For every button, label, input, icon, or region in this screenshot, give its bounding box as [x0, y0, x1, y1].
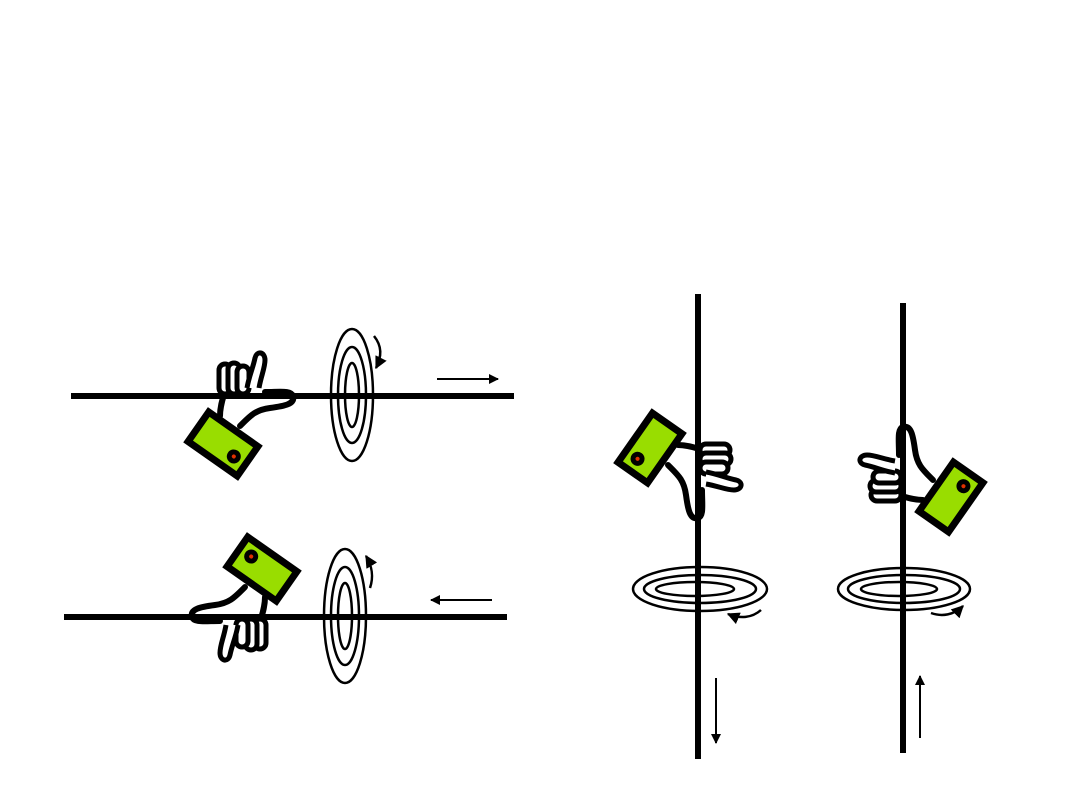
panel-current-right — [71, 327, 514, 476]
field-rotation-arrow — [364, 554, 378, 589]
right-hand — [860, 427, 983, 532]
field-rotation-arrow — [372, 335, 387, 370]
right-hand — [192, 537, 297, 660]
panel-current-down — [618, 294, 769, 759]
panel-current-up — [836, 303, 983, 753]
field-rotation-arrow — [930, 605, 964, 619]
panel-current-left — [64, 537, 507, 685]
right-hand — [188, 353, 293, 476]
field-rotation-arrow — [726, 609, 762, 625]
right-hand — [618, 413, 741, 518]
